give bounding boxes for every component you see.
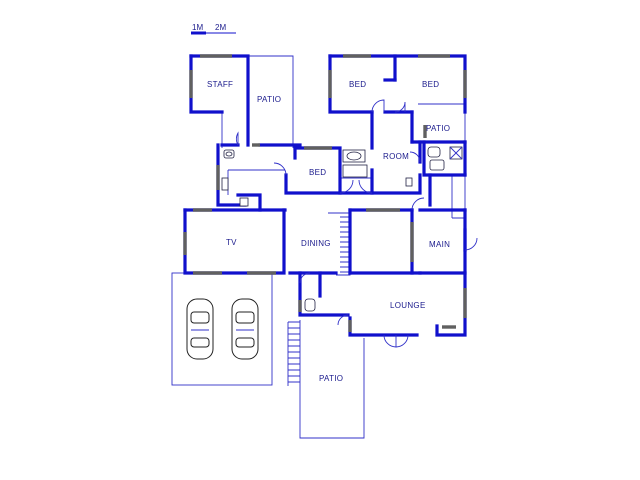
room-label-lounge: LOUNGE (390, 301, 426, 310)
scale-bar: 1M 2M (191, 23, 236, 35)
car-right-icon (231, 298, 259, 360)
room-label-patio-top: PATIO (257, 95, 281, 104)
room-label-bed-3: BED (309, 168, 326, 177)
room-label-room: ROOM (383, 152, 409, 161)
scale-label-1m: 1M (192, 23, 203, 32)
patio-bottom-outline (299, 320, 365, 439)
room-label-tv: TV (226, 238, 237, 247)
windows (183, 54, 467, 332)
doors (236, 99, 478, 348)
scale-label-2m: 2M (215, 23, 226, 32)
staircase-patio (287, 321, 300, 386)
room-label-bed-2: BED (422, 80, 439, 89)
walls (183, 54, 467, 337)
room-label-main: MAIN (429, 240, 450, 249)
room-label-patio-right: PATIO (426, 124, 450, 133)
staircase-dining (328, 212, 351, 276)
room-label-dining: DINING (301, 239, 331, 248)
fixtures (221, 146, 463, 312)
room-label-patio-bottom: PATIO (319, 374, 343, 383)
room-labels: STAFF PATIO BED BED PATIO BED ROOM TV DI… (207, 80, 450, 383)
car-left-icon (186, 298, 214, 360)
room-label-bed-1: BED (349, 80, 366, 89)
patio-top-outline (248, 55, 294, 148)
room-label-staff: STAFF (207, 80, 233, 89)
